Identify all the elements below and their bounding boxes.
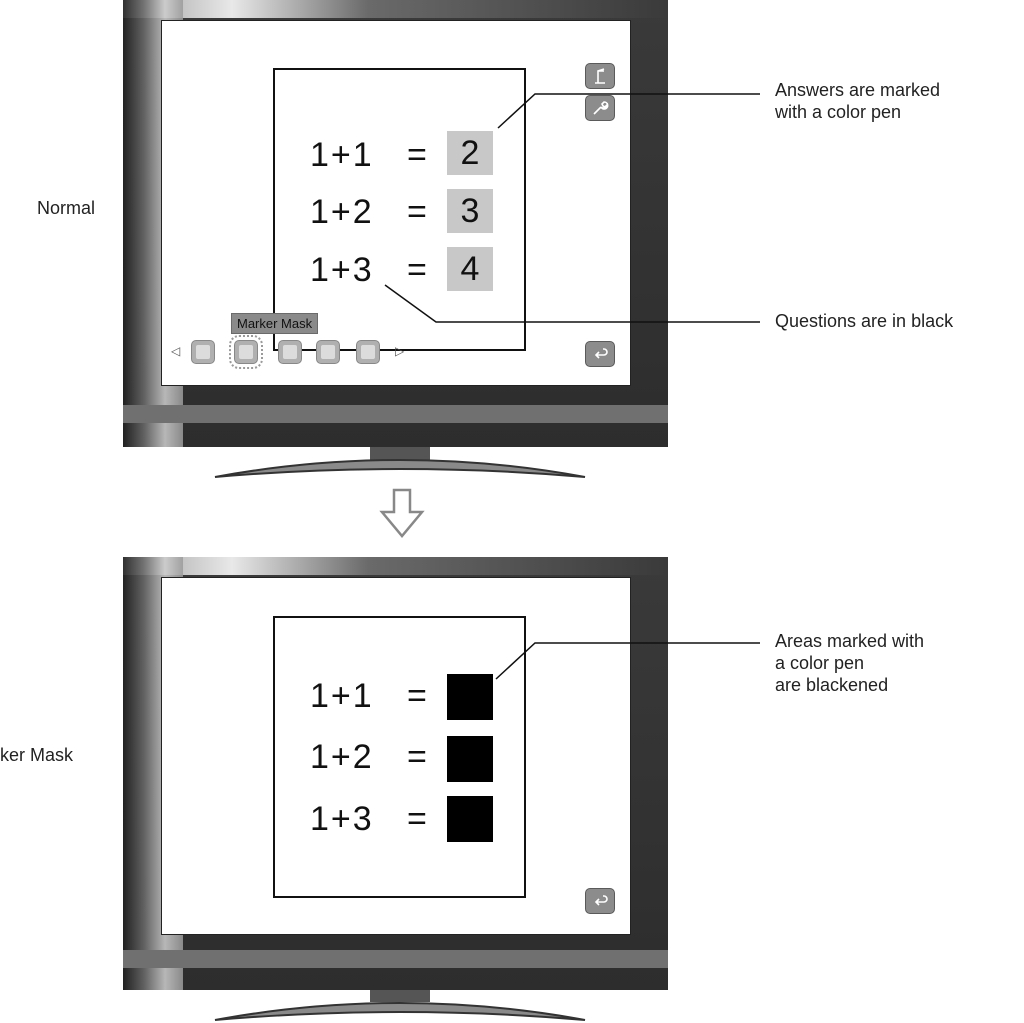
settings-button[interactable] bbox=[585, 95, 615, 121]
top-monitor: 1+1 = 2 1+2 = 3 1+3 = 4 Marker Mask ◁ ▷ bbox=[123, 0, 668, 447]
equation-question: 1+3 bbox=[310, 251, 374, 289]
equation-question: 1+2 bbox=[310, 738, 374, 776]
monitor-band bbox=[123, 405, 668, 423]
equation-question: 1+1 bbox=[310, 677, 374, 715]
tool-swap-icon bbox=[196, 345, 210, 359]
tool-split[interactable] bbox=[356, 340, 380, 364]
equation-question: 1+2 bbox=[310, 193, 374, 231]
equation-equals: = bbox=[407, 136, 429, 174]
label-marker-mask: ker Mask bbox=[0, 745, 74, 765]
callout-answers-marked: Answers are marked with a color pen bbox=[775, 79, 940, 123]
down-chevron-arrow-icon bbox=[379, 488, 425, 538]
bezel-top-highlight bbox=[123, 0, 668, 18]
equation-equals: = bbox=[407, 800, 429, 838]
answer-box: 4 bbox=[447, 247, 493, 291]
tool-swap[interactable] bbox=[191, 340, 215, 364]
label-normal: Normal bbox=[37, 198, 96, 218]
tool-window[interactable] bbox=[316, 340, 340, 364]
answer-box: 3 bbox=[447, 189, 493, 233]
masked-answer-box bbox=[447, 674, 493, 720]
callout-line: are blackened bbox=[775, 675, 889, 695]
equation-equals: = bbox=[407, 738, 429, 776]
monitor-band bbox=[123, 950, 668, 968]
marker-mask-icon bbox=[239, 345, 253, 359]
return-arrow-icon bbox=[594, 895, 608, 906]
document-camera-icon bbox=[595, 68, 605, 84]
return-arrow-icon bbox=[594, 348, 608, 359]
equation-equals: = bbox=[407, 677, 429, 715]
callout-line: with a color pen bbox=[775, 102, 902, 122]
bottom-screen: 1+1 = 1+2 = 1+3 = bbox=[161, 577, 631, 935]
split-icon bbox=[361, 345, 375, 359]
window-icon bbox=[321, 345, 335, 359]
bezel-top-highlight bbox=[123, 557, 668, 575]
grid-icon bbox=[283, 345, 297, 359]
wrench-icon bbox=[593, 101, 609, 115]
toolbar-next-arrow[interactable]: ▷ bbox=[395, 344, 405, 358]
callout-line: Areas marked with bbox=[775, 631, 925, 651]
toolbar-prev-arrow[interactable]: ◁ bbox=[171, 344, 181, 358]
tooltip-marker-mask: Marker Mask bbox=[231, 313, 319, 334]
tool-grid[interactable] bbox=[278, 340, 302, 364]
callout-areas-blackened: Areas marked with a color pen are blacke… bbox=[775, 630, 924, 696]
top-screen: 1+1 = 2 1+2 = 3 1+3 = 4 Marker Mask ◁ ▷ bbox=[161, 20, 631, 386]
masked-answer-box bbox=[447, 796, 493, 842]
back-button[interactable] bbox=[585, 341, 615, 367]
callout-line: a color pen bbox=[775, 653, 865, 673]
monitor-stand bbox=[214, 447, 586, 478]
monitor-stand bbox=[214, 990, 586, 1021]
equation-question: 1+3 bbox=[310, 800, 374, 838]
tool-marker-mask[interactable] bbox=[229, 335, 263, 369]
masked-answer-box bbox=[447, 736, 493, 782]
equation-equals: = bbox=[407, 251, 429, 289]
equation-equals: = bbox=[407, 193, 429, 231]
camera-button[interactable] bbox=[585, 63, 615, 89]
callout-line: Answers are marked bbox=[775, 80, 941, 100]
answer-box: 2 bbox=[447, 131, 493, 175]
equation-question: 1+1 bbox=[310, 136, 374, 174]
callout-questions-black: Questions are in black bbox=[775, 311, 954, 331]
back-button[interactable] bbox=[585, 888, 615, 914]
bottom-monitor: 1+1 = 1+2 = 1+3 = bbox=[123, 557, 668, 990]
